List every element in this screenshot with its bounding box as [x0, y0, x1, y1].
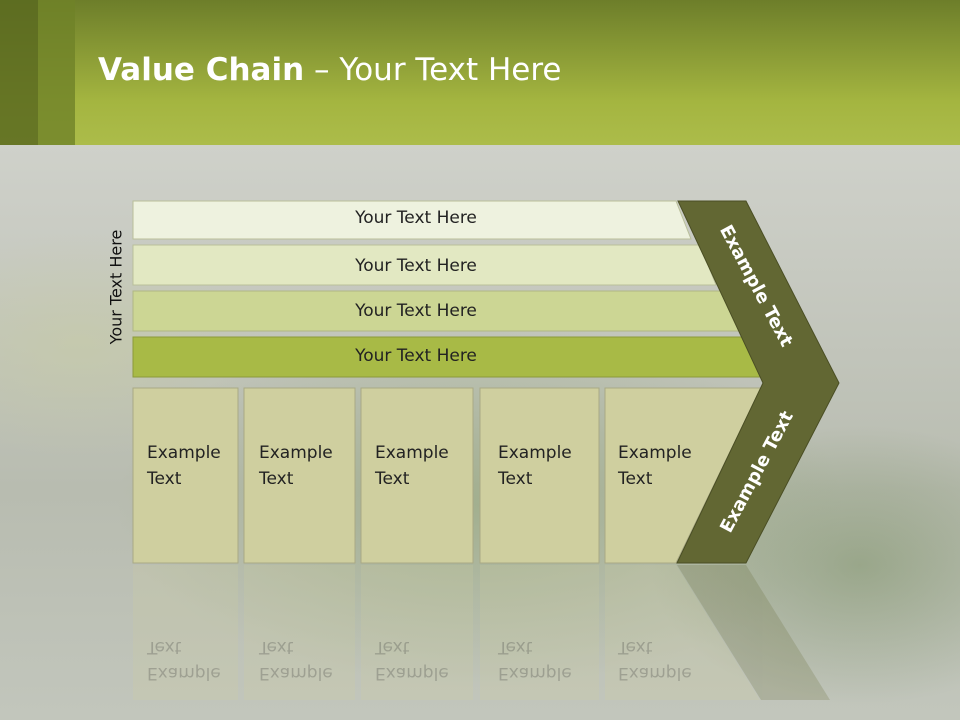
cell-line-2: Text	[375, 469, 410, 489]
title-bar-accent-light	[38, 0, 75, 145]
row-label-2: Your Text Here	[355, 256, 477, 276]
cell-line-1: Example	[259, 443, 333, 463]
cell-reflection-line-2: Text	[259, 637, 294, 657]
cell-reflection-text: Example Text	[147, 634, 221, 686]
page-title: Value Chain – Your Text Here	[98, 52, 561, 88]
cell-line-2: Text	[147, 469, 182, 489]
cell-reflection-line-1: Example	[498, 663, 572, 683]
cell-reflection	[605, 565, 760, 700]
cell-line-2: Text	[498, 469, 533, 489]
cell-reflection-text: Example Text	[498, 634, 572, 686]
cell-reflection-text: Example Text	[259, 634, 333, 686]
chevron-arrow	[676, 200, 840, 564]
row-shape-1	[132, 200, 692, 240]
row-label-4: Your Text Here	[355, 346, 477, 366]
cell-reflection-line-1: Example	[147, 663, 221, 683]
cell-line-1: Example	[618, 443, 692, 463]
cell-shape-5	[604, 387, 762, 564]
cell-reflection	[244, 565, 355, 700]
cell-line-1: Example	[147, 443, 221, 463]
cell-reflection-line-1: Example	[259, 663, 333, 683]
cell-reflection-line-2: Text	[498, 637, 533, 657]
cell-shape-3	[360, 387, 474, 564]
title-bar-accent-dark	[0, 0, 38, 145]
cell-line-1: Example	[498, 443, 572, 463]
cell-shape-1	[132, 387, 239, 564]
cell-reflection	[480, 565, 599, 700]
cell-reflection-line-1: Example	[618, 663, 692, 683]
row-label-1: Your Text Here	[355, 208, 477, 228]
cell-reflection	[133, 565, 238, 700]
cell-shape-2	[243, 387, 356, 564]
page-title-bold: Value Chain	[98, 52, 305, 88]
cell-reflection-text: Example Text	[375, 634, 449, 686]
arrow-reflection	[677, 565, 830, 700]
cell-reflection-line-2: Text	[375, 637, 410, 657]
cell-reflection-line-2: Text	[618, 637, 653, 657]
title-bar: Value Chain – Your Text Here	[0, 0, 960, 145]
cell-reflection	[361, 565, 473, 700]
reflection-group	[133, 565, 830, 700]
page-title-rest: – Your Text Here	[304, 52, 562, 88]
cell-reflection-line-2: Text	[147, 637, 182, 657]
cell-reflection-text: Example Text	[618, 634, 692, 686]
cell-shape-4	[479, 387, 600, 564]
cell-line-2: Text	[259, 469, 294, 489]
cell-reflection-line-1: Example	[375, 663, 449, 683]
row-shape-2	[132, 244, 717, 286]
cell-line-1: Example	[375, 443, 449, 463]
row-label-3: Your Text Here	[355, 301, 477, 321]
cell-line-2: Text	[618, 469, 653, 489]
